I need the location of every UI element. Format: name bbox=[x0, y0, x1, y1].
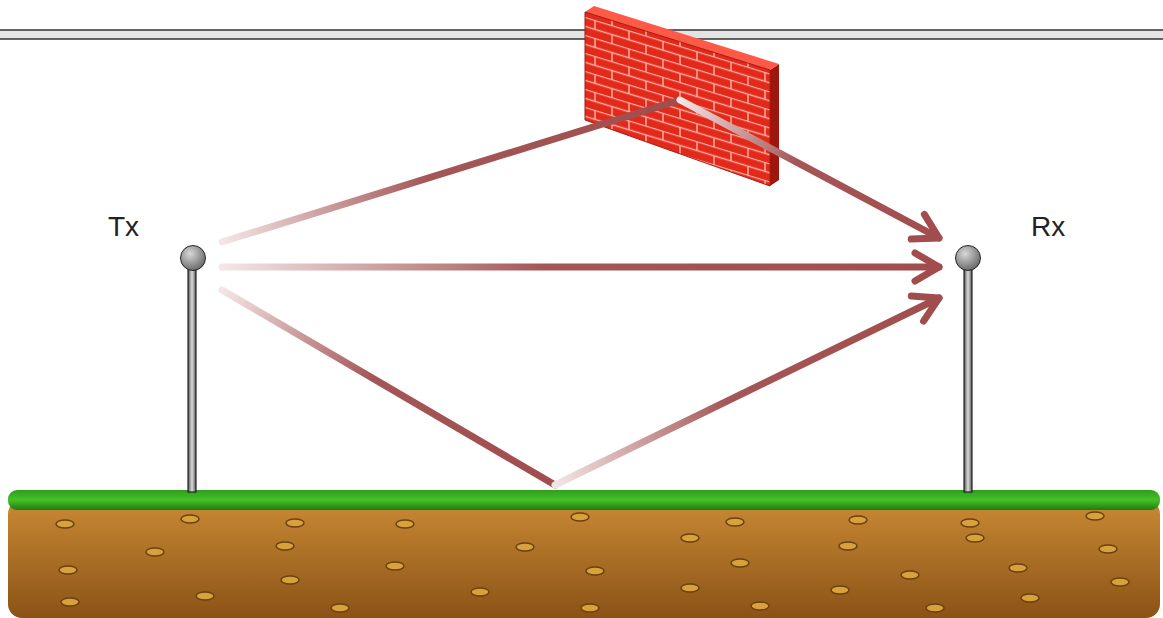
transmitter-antenna: Tx bbox=[100, 205, 208, 273]
path-segment bbox=[680, 100, 939, 238]
path-segment bbox=[222, 264, 939, 271]
receiver-antenna: Rx bbox=[953, 205, 1083, 273]
arrow-head bbox=[911, 296, 939, 321]
signal-path bbox=[222, 253, 939, 281]
antenna-ball bbox=[180, 245, 206, 271]
antenna-ball bbox=[955, 245, 981, 271]
antenna-label: Rx bbox=[1031, 213, 1065, 241]
signal-path bbox=[222, 100, 939, 242]
arrow-head bbox=[915, 253, 939, 281]
signal-path bbox=[222, 290, 939, 485]
path-segment bbox=[222, 290, 555, 485]
path-segment bbox=[555, 298, 939, 485]
antenna-label: Tx bbox=[108, 213, 139, 241]
path-segment bbox=[222, 100, 680, 242]
arrow-head bbox=[911, 214, 939, 239]
